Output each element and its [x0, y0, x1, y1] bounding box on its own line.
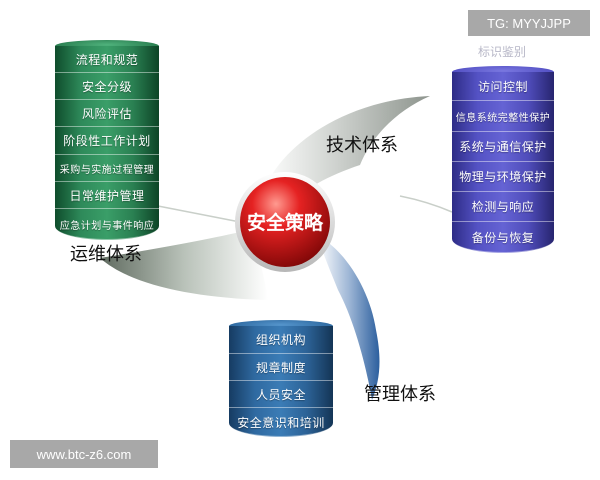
management-label: 管理体系: [364, 384, 436, 405]
operations-item: 流程和规范: [55, 46, 159, 73]
operations-item: 阶段性工作计划: [55, 127, 159, 155]
technical-item: 物理与环境保护: [452, 162, 554, 192]
technical-label: 技术体系: [326, 135, 398, 156]
technical-faded-label: 标识鉴别: [478, 45, 527, 59]
operations-swoosh: [100, 232, 268, 300]
operations-stack: 流程和规范 安全分级 风险评估 阶段性工作计划 采购与实施过程管理 日常维护管理…: [55, 40, 159, 245]
watermark-top: TG: MYYJJPP: [468, 10, 590, 36]
center-sphere: [240, 177, 330, 267]
technical-item: 访问控制: [452, 72, 554, 101]
operations-item: 风险评估: [55, 100, 159, 127]
operations-item: 日常维护管理: [55, 182, 159, 209]
management-swoosh: [318, 236, 380, 400]
technical-item: 检测与响应: [452, 192, 554, 222]
technical-item: 信息系统完整性保护: [452, 101, 554, 132]
management-item: 规章制度: [229, 354, 333, 381]
center-label: 安全策略: [246, 212, 323, 234]
operations-label: 运维体系: [70, 244, 142, 265]
technical-stack: 访问控制 信息系统完整性保护 系统与通信保护 物理与环境保护 检测与响应 备份与…: [452, 66, 554, 256]
watermark-bottom: www.btc-z6.com: [10, 440, 158, 468]
operations-item: 应急计划与事件响应: [55, 209, 159, 240]
technical-item: 系统与通信保护: [452, 132, 554, 162]
operations-connector: [157, 205, 241, 223]
management-item: 安全意识和培训: [229, 408, 333, 437]
management-item: 组织机构: [229, 326, 333, 354]
technical-item: 备份与恢复: [452, 222, 554, 253]
management-item: 人员安全: [229, 381, 333, 408]
operations-item: 安全分级: [55, 73, 159, 100]
management-stack: 组织机构 规章制度 人员安全 安全意识和培训: [229, 320, 333, 440]
technical-connector: [399, 195, 453, 213]
operations-item: 采购与实施过程管理: [55, 155, 159, 182]
